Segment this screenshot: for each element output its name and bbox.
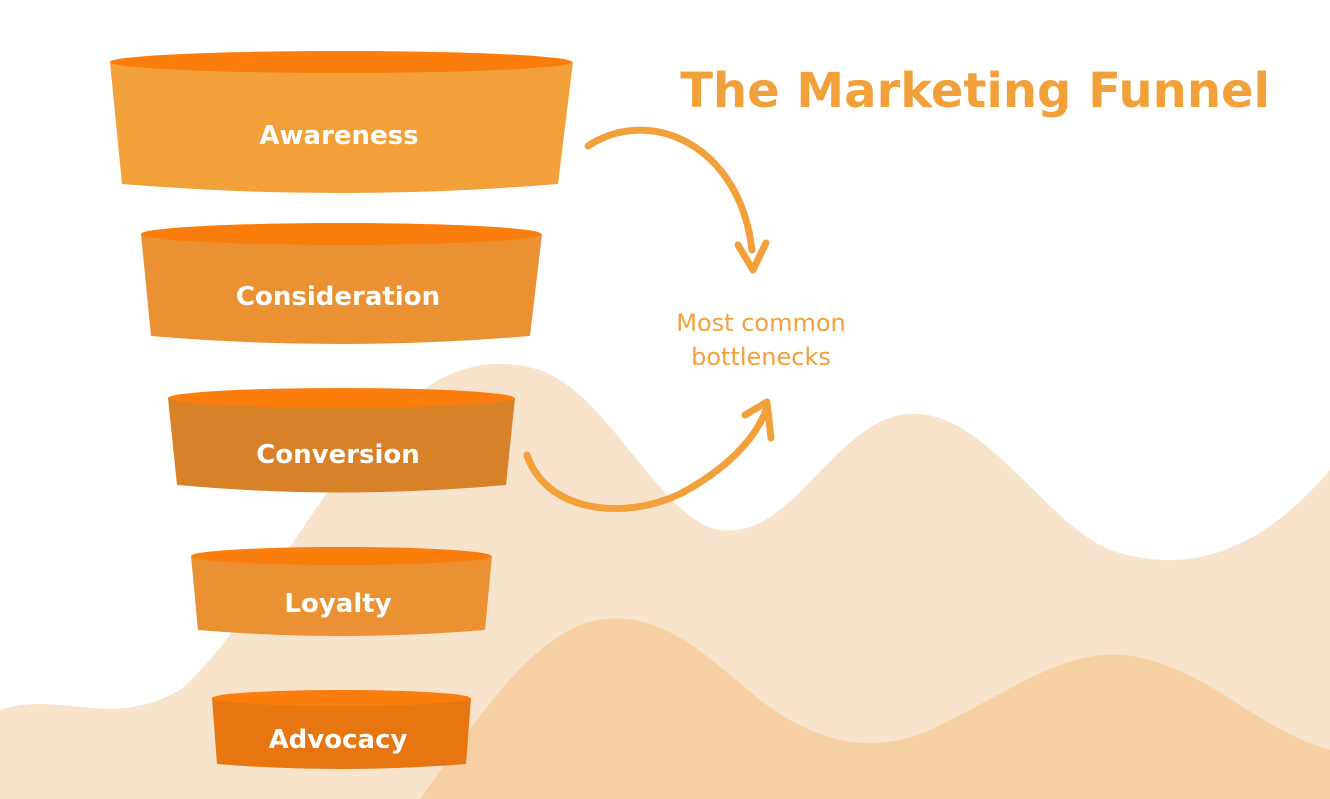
stage-label-loyalty: Loyalty [284,589,391,619]
stage-label-consideration: Consideration [236,282,440,312]
background-wave-dark [420,618,1330,799]
bottleneck-note-line1: Most common [676,309,845,337]
arrow-conversion-to-bottlenecks [523,398,775,513]
funnel-stage-advocacy: Advocacy [212,690,471,769]
funnel-stage-loyalty: Loyalty [191,547,492,636]
page-title: The Marketing Funnel [680,63,1270,119]
arrow-awareness-to-bottlenecks [584,126,770,274]
funnel-stage-awareness: Awareness [110,51,573,193]
funnel-stage-consideration: Consideration [141,223,542,344]
stage-label-awareness: Awareness [259,121,418,151]
funnel-stage-conversion: Conversion [168,388,515,493]
stage-label-advocacy: Advocacy [269,725,408,755]
stage-label-conversion: Conversion [256,440,420,470]
bottleneck-note-line2: bottlenecks [691,343,831,371]
